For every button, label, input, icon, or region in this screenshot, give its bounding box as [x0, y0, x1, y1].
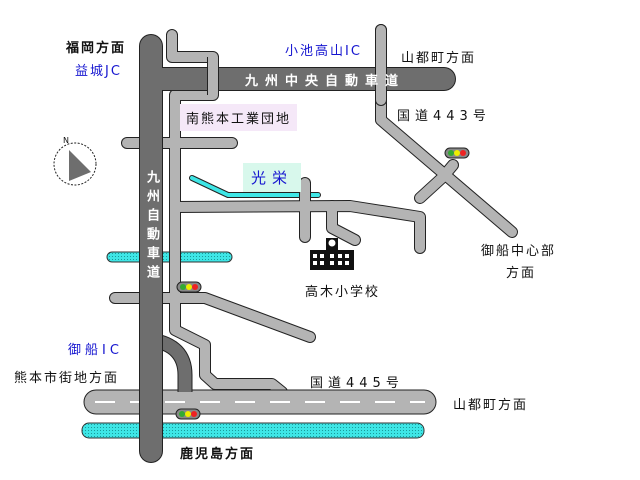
- north-compass-icon: N: [53, 136, 97, 186]
- school-icon: [310, 238, 354, 270]
- traffic-light-icon: [176, 281, 202, 293]
- river-lower: [81, 422, 425, 439]
- mifune-ic-label: 御船IC: [68, 343, 123, 358]
- industrial-park-label: 南熊本工業団地: [180, 104, 298, 131]
- mashiki-jc-label: 益城JC: [75, 64, 122, 79]
- traffic-light-icon: [444, 147, 470, 159]
- traffic-light-icon: [175, 408, 201, 420]
- takagi-school-label: 高木小学校: [305, 285, 381, 300]
- svg-text:N: N: [63, 136, 69, 145]
- kyushu-expressway-label: 九州自動車道: [144, 170, 159, 284]
- direction-kagoshima: 鹿児島方面: [180, 447, 256, 462]
- route-445-road: [83, 389, 437, 415]
- route-445-label: 国道445号: [310, 376, 404, 391]
- koei-label: 光栄: [243, 163, 302, 192]
- koike-takayama-ic-label: 小池高山IC: [285, 44, 362, 59]
- koei-canal: [189, 175, 321, 198]
- direction-yamato-top: 山都町方面: [401, 51, 477, 66]
- direction-mifune-center: 御船中心部: [481, 244, 557, 259]
- route-443-label: 国道443号: [397, 109, 491, 124]
- direction-yamato-bottom: 山都町方面: [453, 398, 529, 413]
- direction-fukuoka: 福岡方面: [66, 41, 127, 56]
- direction-mifune-center-suffix: 方面: [506, 266, 537, 281]
- direction-kumamoto-city: 熊本市街地方面: [14, 371, 120, 386]
- kyushu-chuo-expressway-label: 九州中央自動車道: [245, 74, 406, 89]
- expressways: [139, 24, 456, 463]
